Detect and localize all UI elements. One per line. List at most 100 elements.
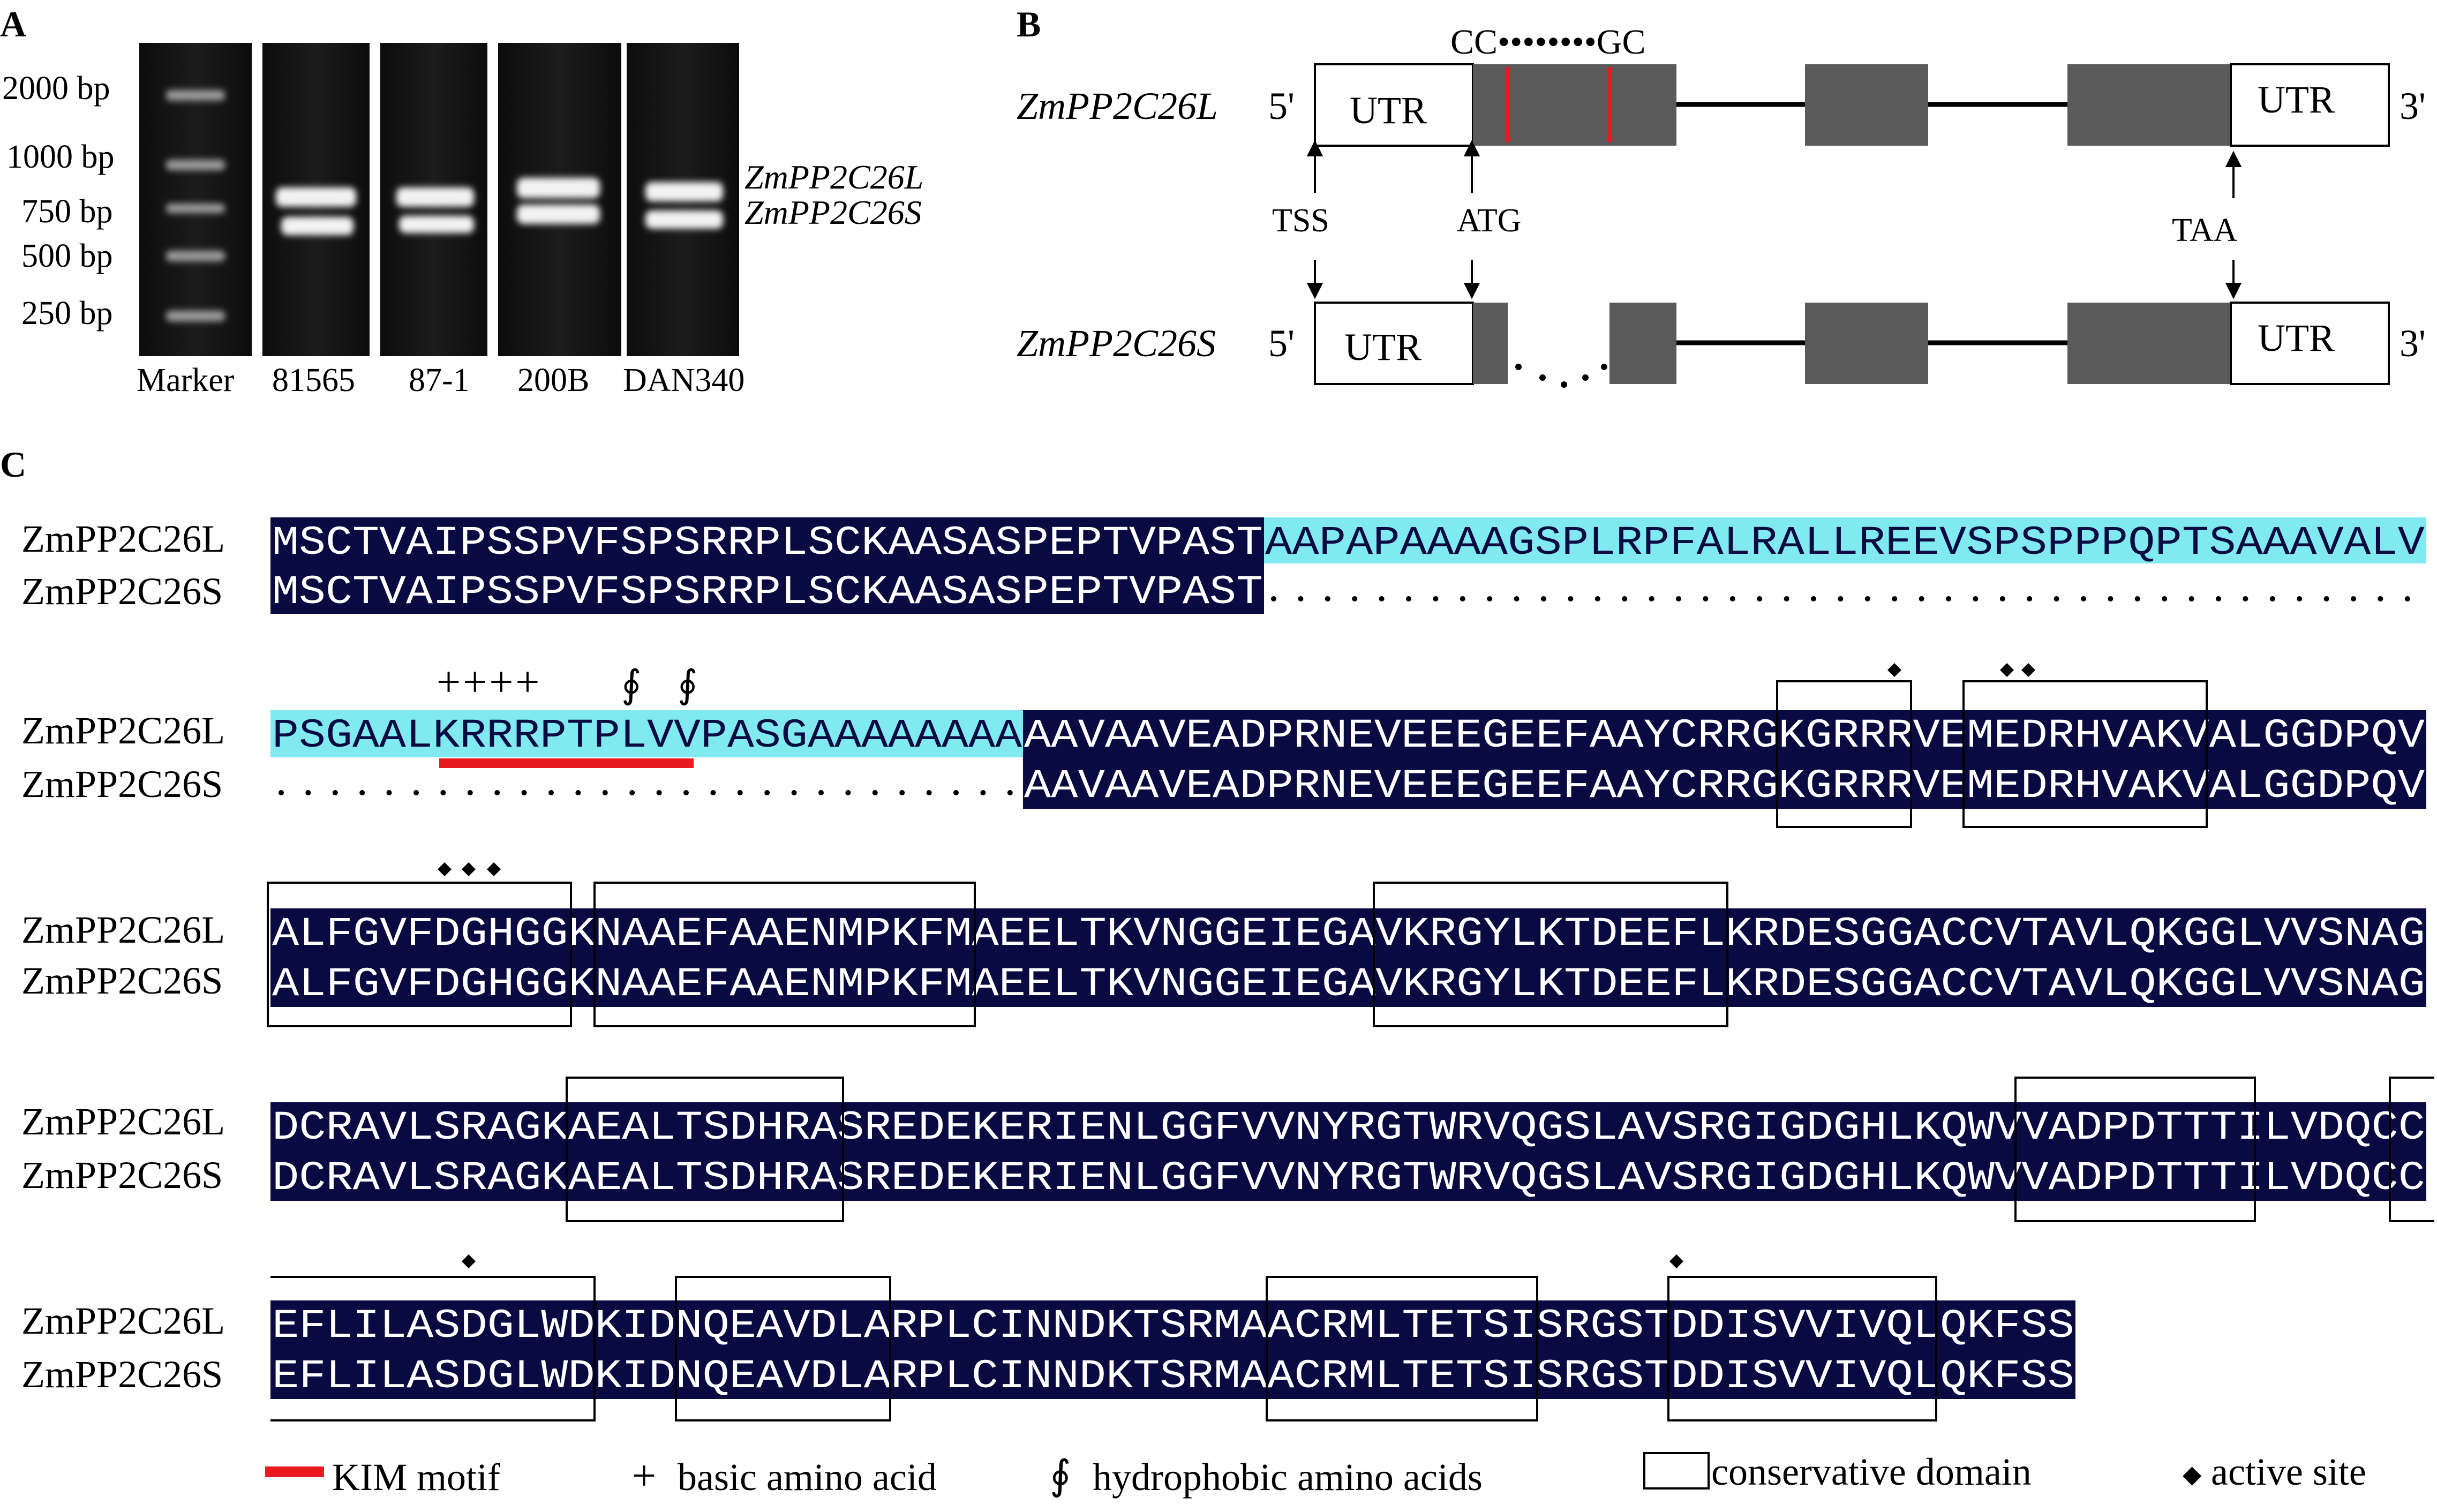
short-utr-3-label: UTR <box>2258 317 2335 359</box>
block2-cyan-bg <box>270 710 1023 757</box>
gap-dot <box>2108 596 2113 601</box>
gap-dot <box>656 790 662 795</box>
legend-domain-label: conservative domain <box>1711 1450 2032 1493</box>
long-exon-3 <box>2067 64 2231 146</box>
alignment-block-4: ZmPP2C26L ZmPP2C26S DCRAVLSRAGKAEALTSDHR… <box>21 1077 2434 1222</box>
lane-label-200b: 200B <box>517 362 589 398</box>
block2-gap-dots <box>279 790 1013 795</box>
legend-hydro-label: hydrophobic amino acids <box>1093 1456 1483 1499</box>
gap-dot <box>575 790 581 795</box>
gap-dot <box>2378 596 2383 601</box>
gap-dot <box>2297 596 2303 601</box>
block2-long-seq-a: PSGAALKRRRPTPLVVPASGAAAAAAAA <box>272 713 1022 759</box>
block5-domain-box-4 <box>1667 1276 1937 1421</box>
gap-dot <box>2351 596 2356 601</box>
short-5prime: 5' <box>1268 322 1295 365</box>
cc-gc-label: CC••••••••GC <box>1450 22 1646 62</box>
gap-dot <box>1406 596 1411 601</box>
block3-short-name: ZmPP2C26S <box>21 959 223 1002</box>
block5-domain-box-1 <box>270 1276 596 1421</box>
short-isoform: ZmPP2C26S 5' UTR UTR 3' <box>1017 302 2426 388</box>
block1-short-name: ZmPP2C26S <box>21 570 223 613</box>
gap-dot <box>1271 596 1276 601</box>
gap-dot <box>1487 596 1493 601</box>
gap-dot <box>2188 596 2194 601</box>
block4-domain-box-3 <box>2389 1077 2434 1222</box>
block4-short-seq: DCRAVLSRAGKAEALTSDHRASREDEKERIENLGGFVVNY… <box>272 1155 2425 1201</box>
legend-domain-swatch <box>1643 1452 1710 1490</box>
block1-gap-dots <box>1271 596 2410 601</box>
block3-domain-box-3 <box>1373 882 1728 1027</box>
alignment-block-2: ++++ ∮ ∮ ZmPP2C26L ZmPP2C26S PSGAALKRRRP… <box>21 659 2426 828</box>
gap-dot <box>2134 596 2140 601</box>
short-gene-name: ZmPP2C26S <box>1017 322 1216 365</box>
gap-dot <box>683 790 689 795</box>
gap-dot <box>332 790 338 795</box>
gap-dot <box>1729 596 1735 601</box>
block1-dark-bg <box>270 517 1264 614</box>
short-utr-5-label: UTR <box>1344 326 1421 368</box>
block2-long-seq-b: AAVAAVEADPRNEVEEEGEEFAAYCRRGKGRRRVEMEDRH… <box>1024 713 2425 759</box>
long-utr-3 <box>2230 63 2390 147</box>
ladder-750: 750 bp <box>21 193 113 230</box>
gap-dot <box>1892 596 1898 601</box>
gap-dot <box>1757 596 1763 601</box>
gap-dot <box>279 790 284 795</box>
gap-dot <box>1514 596 1520 601</box>
block3-long-name: ZmPP2C26L <box>21 908 225 951</box>
long-3prime: 3' <box>2400 85 2426 127</box>
block5-long-name: ZmPP2C26L <box>21 1299 225 1342</box>
gap-dot <box>2162 596 2168 601</box>
long-5prime: 5' <box>1268 85 1295 127</box>
gap-dot <box>899 790 905 795</box>
gap-dot <box>2243 596 2248 601</box>
lane-label-87-1: 87-1 <box>409 362 470 398</box>
taa-label: TAA <box>2172 212 2238 249</box>
gap-dot <box>845 790 851 795</box>
gap-dot <box>494 790 500 795</box>
ladder-2000: 2000 bp <box>2 70 110 107</box>
gap-dot <box>1007 790 1013 795</box>
block2-phi-1: ∮ <box>621 663 642 706</box>
gap-dot <box>1649 596 1654 601</box>
band-label-short: ZmPP2C26S <box>744 193 922 231</box>
block2-plus-signs: ++++ <box>437 659 541 706</box>
block2-short-name: ZmPP2C26S <box>21 763 223 806</box>
gap-dot <box>1460 596 1465 601</box>
tss-label: TSS <box>1272 202 1329 239</box>
block1-cyan-bg <box>1264 517 2426 563</box>
atg-label: ATG <box>1457 202 1522 239</box>
block4-long-seq: DCRAVLSRAGKAEALTSDHRASREDEKERIENLGGFVVNY… <box>272 1105 2425 1151</box>
block5-short-name: ZmPP2C26S <box>21 1353 223 1396</box>
gap-dot <box>1568 596 1574 601</box>
block3-long-seq: ALFGVFDGHGGKNAAEFAAENMPKFMAEELTKVNGGEIEG… <box>272 911 2425 957</box>
gap-dot <box>602 790 608 795</box>
short-exon-2 <box>1805 303 1928 384</box>
gel-lanes <box>139 43 739 356</box>
ladder-1000: 1000 bp <box>6 139 115 175</box>
legend-diamond-symbol: ◆ <box>2183 1461 2202 1488</box>
block4-domain-box-2 <box>2014 1077 2256 1222</box>
legend-active-label: active site <box>2211 1450 2366 1493</box>
ladder-500: 500 bp <box>21 238 113 274</box>
gap-dot <box>548 790 554 795</box>
alignment-block-1: ZmPP2C26L ZmPP2C26S MSCTVAIPSSPVFSPSRRPL… <box>21 517 2426 615</box>
gap-dot <box>791 790 797 795</box>
block4-long-name: ZmPP2C26L <box>21 1100 225 1143</box>
block3-active-diamonds <box>438 862 501 876</box>
gap-dot <box>359 790 365 795</box>
alignment-block-3: ZmPP2C26L ZmPP2C26S ALFGVFDGHGGKNAAEFAAE… <box>21 862 2426 1027</box>
lane-label-81565: 81565 <box>272 362 355 398</box>
gap-dot <box>926 790 932 795</box>
alignment-block-5: ZmPP2C26L ZmPP2C26S EFLILASDGLWDKIDNQEAV… <box>21 1254 2075 1421</box>
site-arrows <box>1306 140 2242 299</box>
gap-dot <box>1919 596 1924 601</box>
gap-dot <box>980 790 986 795</box>
block5-active-diamonds <box>462 1254 1683 1268</box>
block2-dark-bg <box>1023 710 2426 809</box>
gap-dot <box>1352 596 1358 601</box>
gap-dot <box>2027 596 2033 601</box>
gap-dot <box>2054 596 2059 601</box>
gap-dot <box>1864 596 1870 601</box>
